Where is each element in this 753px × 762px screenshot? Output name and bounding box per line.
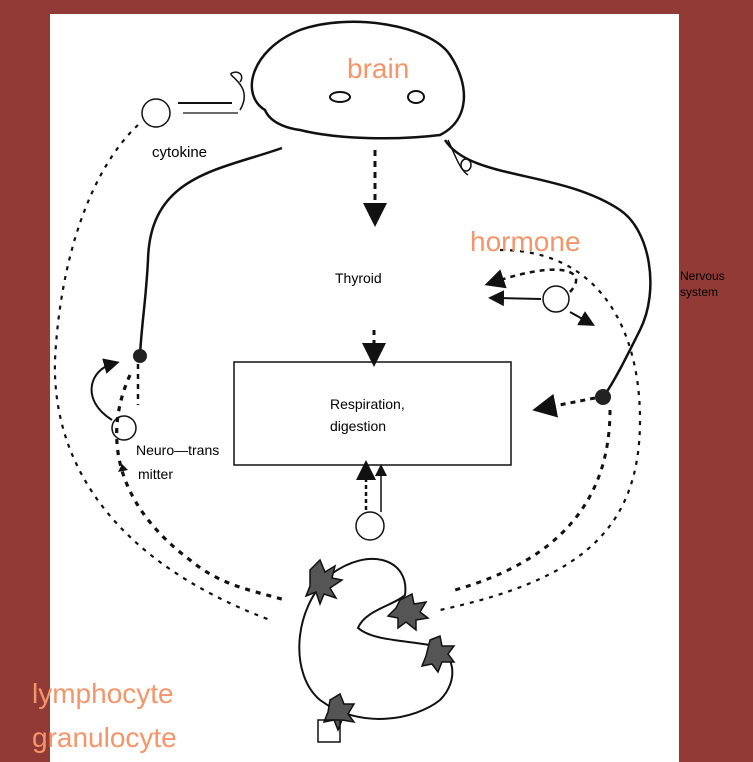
left-background-band: [0, 0, 50, 762]
brain-eye-left: [329, 91, 351, 103]
right-nerve-node: [595, 389, 611, 405]
respiration-label-line2: digestion: [330, 418, 387, 434]
right-outer-dashed-loop: [439, 248, 642, 612]
cytokine-receptor-circle: [141, 98, 171, 128]
right-background-band: [679, 0, 753, 762]
neurotransmitter-label-line1: Neuro—trans: [136, 442, 220, 458]
left-inner-dashed-loop: [115, 374, 286, 602]
brain-shape: [250, 20, 466, 140]
hormone-label: hormone: [470, 226, 581, 257]
cytokine-label: cytokine: [152, 144, 208, 161]
thyroid-label: Thyroid: [335, 270, 382, 286]
nervous-system-label-line1: Nervous: [680, 269, 725, 283]
right-nerve-path: [443, 139, 652, 397]
brain-label: brain: [347, 53, 410, 84]
brain-eye-right: [407, 90, 425, 104]
neurotransmitter-label-line2: mitter: [138, 466, 173, 482]
lymphocyte-label: lymphocyte: [32, 678, 174, 709]
left-nerve-node: [133, 349, 147, 363]
box-receptor-circle: [355, 511, 385, 541]
granulocyte-label: granulocyte: [32, 722, 177, 753]
respiration-label-line1: Respiration,: [330, 396, 405, 412]
brain-left-stalk: [230, 71, 245, 111]
neurotransmitter-receptor-circle: [111, 415, 137, 441]
nervous-system-label-line2: system: [680, 285, 719, 299]
hormone-receptor-circle: [542, 285, 570, 313]
left-outer-dashed-loop: [53, 124, 271, 622]
top-background-band: [0, 0, 753, 14]
right-inner-dashed-loop: [454, 409, 612, 592]
left-nerve-path: [138, 146, 283, 356]
